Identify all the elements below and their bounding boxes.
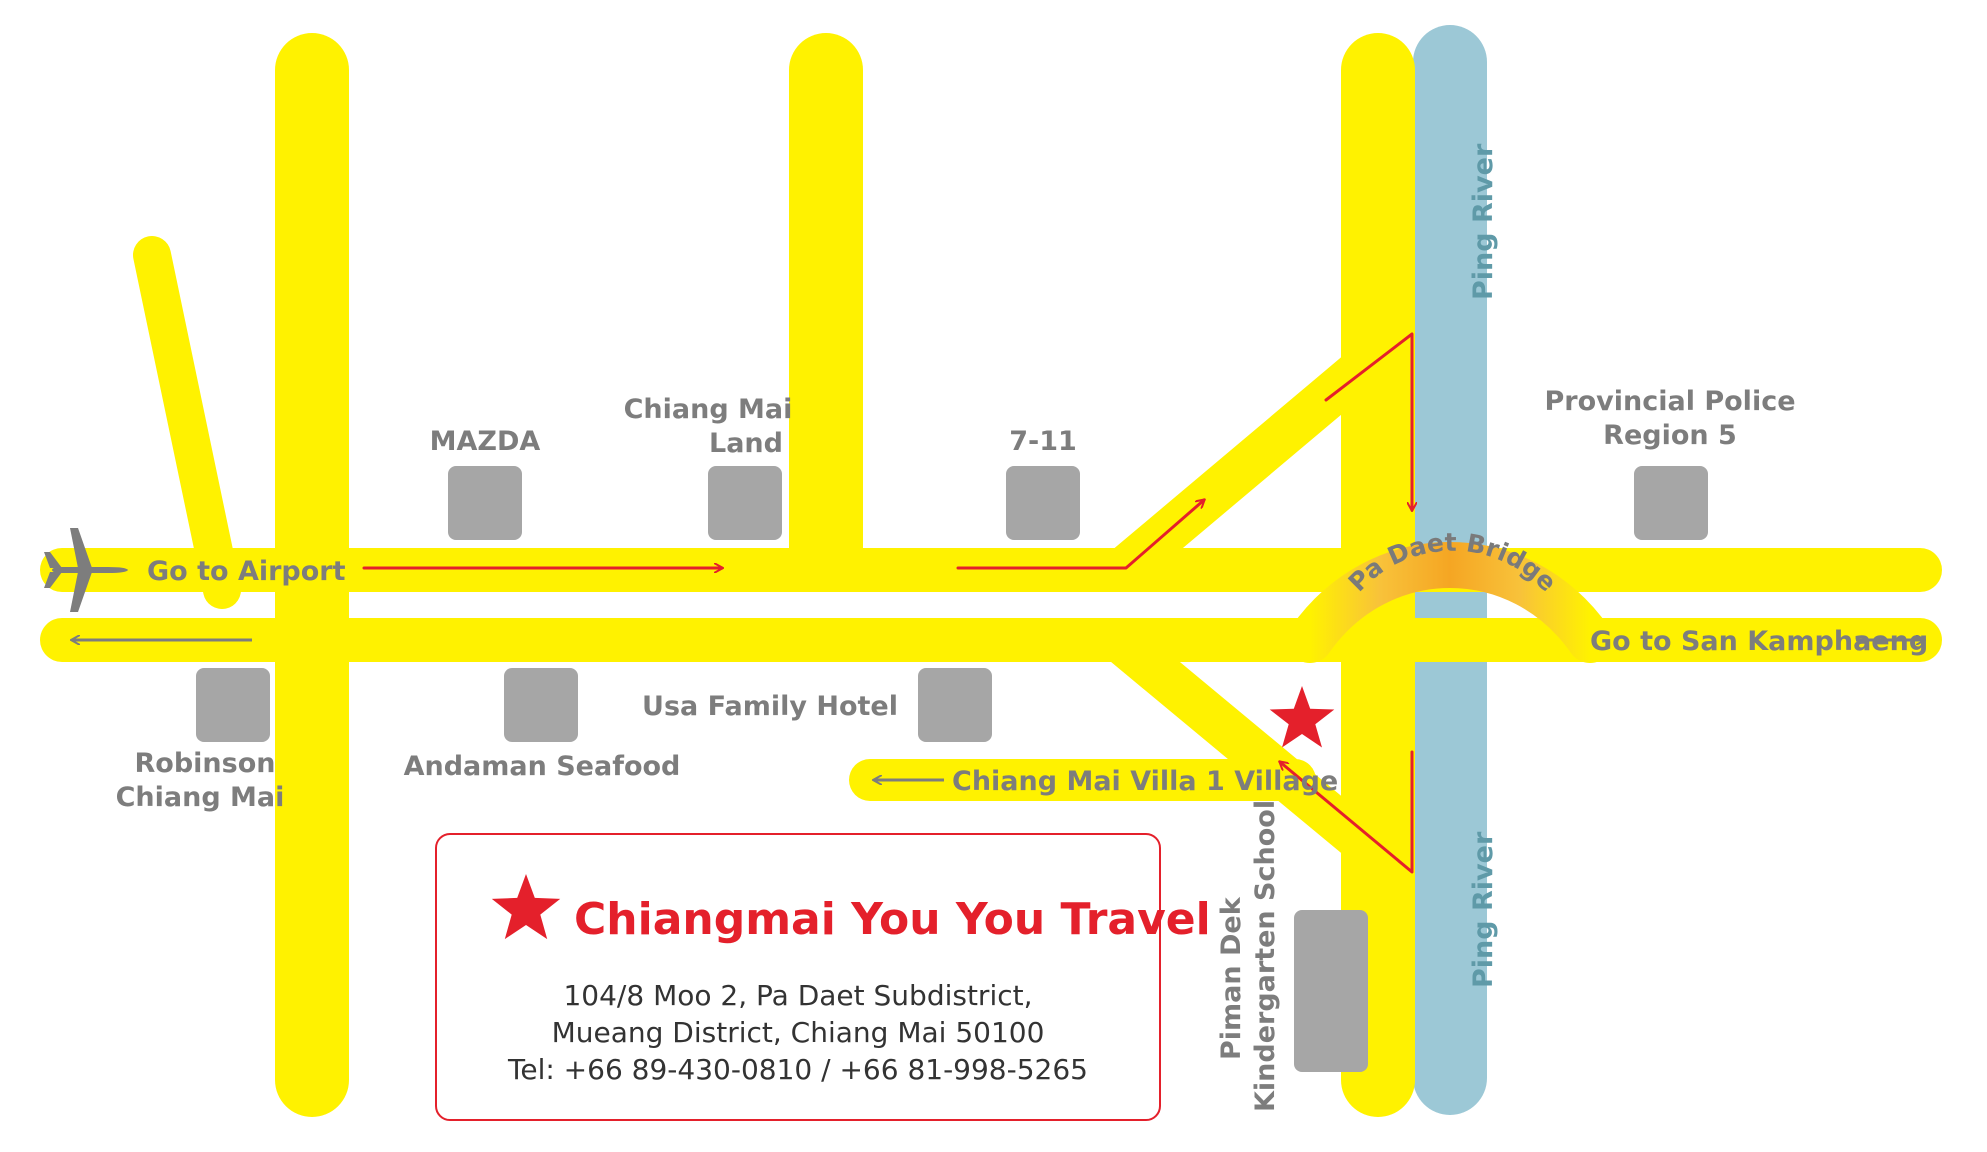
info-card-tel: Tel: +66 89-430-0810 / +66 81-998-5265 xyxy=(507,1053,1088,1086)
label-ping-river-bottom: Ping River xyxy=(1468,831,1499,988)
info-card-frame xyxy=(435,833,1161,1121)
label-usa-family-hotel: Usa Family Hotel xyxy=(642,691,898,722)
road-diagonal-se xyxy=(1103,623,1400,877)
route-segment-northeast xyxy=(1324,332,1412,510)
label-chiang-mai-villa: Chiang Mai Villa 1 Village xyxy=(952,766,1338,797)
building-provincial-police xyxy=(1634,466,1708,540)
info-card-title: Chiangmai You You Travel xyxy=(574,894,1211,945)
label-seven-eleven: 7-11 xyxy=(1009,426,1077,457)
direction-arrows xyxy=(72,640,1924,780)
label-mazda: MAZDA xyxy=(430,426,541,457)
road-diagonal-north xyxy=(133,236,241,609)
info-card-star-icon xyxy=(491,874,561,940)
label-ping-river-top: Ping River xyxy=(1468,143,1499,300)
building-robinson xyxy=(196,668,270,742)
buildings xyxy=(196,466,1708,1072)
label-provincial-police-line2: Region 5 xyxy=(1603,420,1737,451)
label-andaman-seafood: Andaman Seafood xyxy=(404,751,681,782)
info-card: Chiangmai You You Travel 104/8 Moo 2, Pa… xyxy=(435,833,1211,1121)
roads xyxy=(40,33,1942,1117)
building-mazda xyxy=(448,466,522,540)
route-segment-seven-eleven xyxy=(956,500,1204,570)
info-card-address-line1: 104/8 Moo 2, Pa Daet Subdistrict, xyxy=(563,979,1032,1012)
airplane-icon xyxy=(44,528,128,612)
route xyxy=(362,332,1414,874)
label-provincial-police-line1: Provincial Police xyxy=(1544,386,1795,417)
label-go-to-san-kamphaeng: Go to San Kamphaeng xyxy=(1590,626,1928,657)
pa-daet-bridge xyxy=(1287,542,1613,663)
building-chiang-mai-land xyxy=(708,466,782,540)
building-seven-eleven xyxy=(1006,466,1080,540)
label-go-to-airport: Go to Airport xyxy=(147,556,346,587)
label-robinson-line2: Chiang Mai xyxy=(116,782,285,813)
building-usa-family-hotel xyxy=(918,668,992,742)
label-chiang-mai-land-line2: Land xyxy=(709,428,783,459)
label-school-line2: Kindergarten School xyxy=(1250,800,1281,1112)
label-chiang-mai-land-line1: Chiang Mai xyxy=(624,394,793,425)
route-segment-southeast xyxy=(1280,750,1414,874)
label-school-line1: Piman Dek xyxy=(1216,896,1247,1060)
destination-star-icon xyxy=(1269,686,1335,748)
building-andaman-seafood xyxy=(504,668,578,742)
info-card-address-line2: Mueang District, Chiang Mai 50100 xyxy=(552,1016,1045,1049)
label-robinson-line1: Robinson xyxy=(135,748,276,779)
building-piman-dek-school xyxy=(1294,910,1368,1072)
